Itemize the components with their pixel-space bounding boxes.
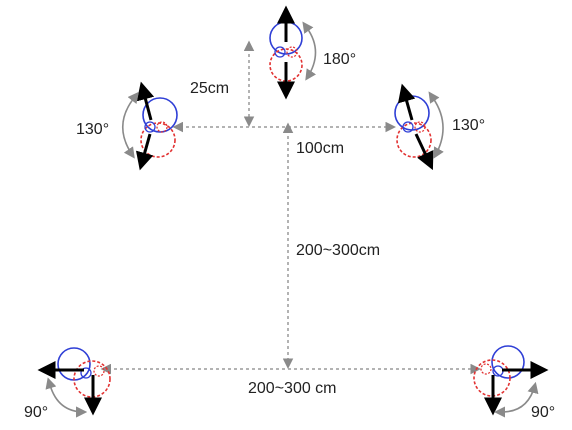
speaker-rear-right — [473, 345, 549, 418]
speaker-front-right — [394, 83, 444, 171]
speaker-rear-left — [37, 347, 111, 418]
left-angle-label: 130° — [76, 121, 109, 138]
rear-right-angle-label: 90° — [531, 404, 555, 421]
rear-left-angle-label: 90° — [24, 404, 48, 421]
top-angle-label: 180° — [323, 51, 356, 68]
angle-arc-top — [302, 21, 317, 81]
labels: 180° 25cm 130° 130° 100cm 200~300cm 200~… — [24, 51, 555, 421]
angle-arc-rear-right — [494, 381, 539, 418]
direction-arrow-front — [136, 81, 155, 121]
angle-arc-front-right — [428, 91, 444, 159]
direction-arrow-rear — [135, 133, 154, 171]
rear-spacing-label: 200~300 cm — [248, 380, 337, 397]
right-angle-label: 130° — [452, 117, 485, 134]
angle-arc-front-left — [122, 91, 139, 159]
direction-arrow-front — [397, 83, 416, 121]
angle-arc-rear-left — [45, 377, 88, 418]
direction-arrow-rear — [414, 133, 434, 171]
top-distance-label: 25cm — [190, 80, 229, 97]
depth-distance-label: 200~300cm — [296, 242, 380, 259]
speaker-top-center — [269, 5, 317, 100]
distance-guides — [100, 40, 481, 375]
front-spacing-label: 100cm — [296, 140, 344, 157]
speaker-front-left — [122, 81, 178, 171]
